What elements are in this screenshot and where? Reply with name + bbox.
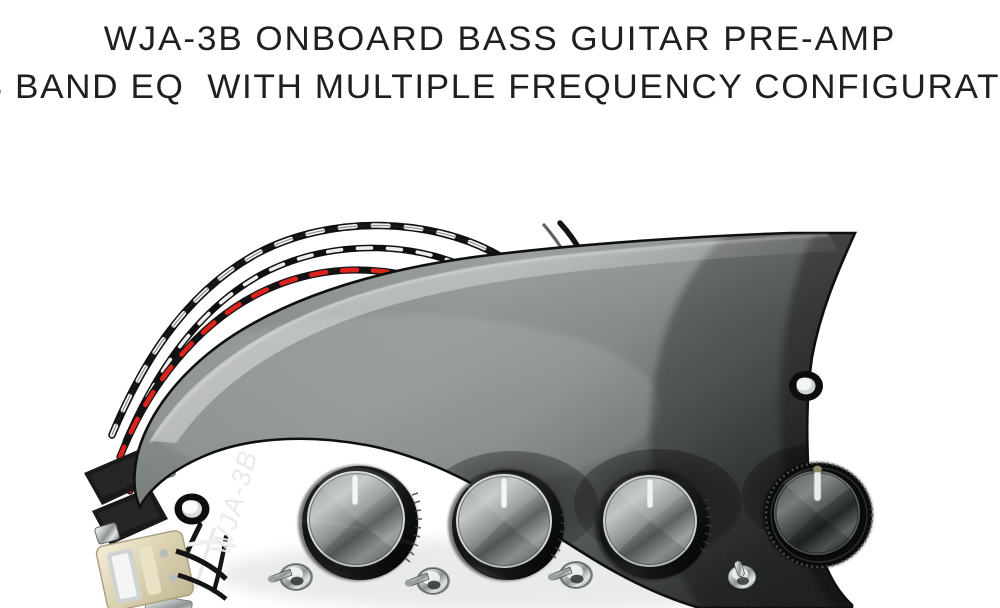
knob-3-pointer (647, 479, 653, 508)
control-plate: WJA-3B (133, 231, 874, 608)
product-photo: WJA-3B (0, 105, 1000, 608)
toggle-switches (267, 560, 758, 595)
mounting-holes (174, 371, 823, 525)
plate-label-wja3b: WJA-3B (205, 446, 264, 558)
toggle-switch-4[interactable] (726, 560, 758, 591)
knob-1[interactable] (298, 465, 422, 581)
knob-2[interactable] (448, 469, 568, 581)
knob-1-pointer (352, 475, 358, 505)
headline-line-1: WJA-3B ONBOARD BASS GUITAR PRE-AMP (103, 20, 897, 58)
knob-4-pointer (814, 471, 821, 501)
headline-block: WJA-3B ONBOARD BASS GUITAR PRE-AMP 3 BAN… (0, 0, 1000, 104)
output-jack (95, 530, 237, 608)
mount-hole-top-right (789, 371, 823, 401)
knob-3[interactable] (595, 470, 713, 580)
toggle-switch-2[interactable] (404, 567, 450, 595)
toggle-switch-3[interactable] (547, 561, 593, 589)
knobs (298, 461, 874, 581)
headline-line-2: 3 BAND EQ WITH MULTIPLE FREQUENCY CONFIG… (0, 68, 1000, 106)
knob-4[interactable] (763, 461, 874, 569)
toggle-switch-1[interactable] (267, 563, 313, 591)
connector-tab-lower (92, 487, 168, 545)
knob-2-pointer (501, 478, 507, 508)
mount-hole-left (174, 493, 210, 525)
